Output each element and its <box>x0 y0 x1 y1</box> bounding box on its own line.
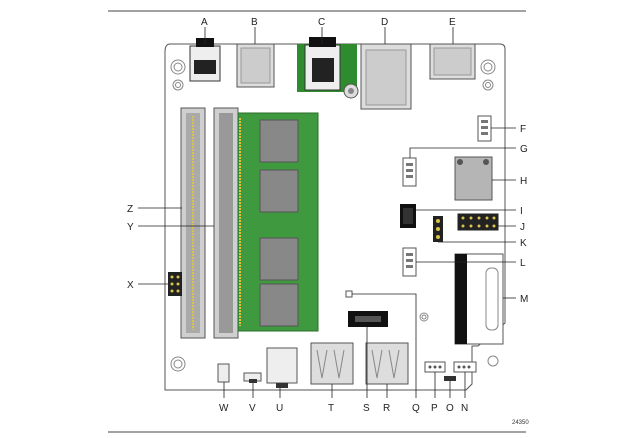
callout-w: W <box>219 403 229 414</box>
figure-number: 24350 <box>512 420 529 426</box>
leader-lines <box>138 27 516 398</box>
sodimm-socket-z <box>180 107 206 339</box>
header-g <box>402 157 417 187</box>
m2-slot-m <box>454 253 504 345</box>
callout-r: R <box>383 403 390 414</box>
callout-u: U <box>276 403 283 414</box>
callout-labels-right: F G H I J K L M <box>520 124 528 305</box>
usb-port-t <box>310 342 354 385</box>
header-f <box>477 115 492 142</box>
callout-e: E <box>449 17 456 28</box>
rear-port-d <box>360 43 412 110</box>
callout-l: L <box>520 258 526 269</box>
usb-port-r <box>365 342 409 385</box>
callout-v: V <box>249 403 256 414</box>
callout-i: I <box>520 206 523 217</box>
callout-labels-top: A B C D E <box>201 17 456 28</box>
callout-o: O <box>446 403 454 414</box>
callout-s: S <box>363 403 370 414</box>
header-n <box>453 361 477 373</box>
callout-c: C <box>318 17 325 28</box>
led-q <box>345 290 353 298</box>
callout-labels-left: X Y Z <box>127 204 134 291</box>
power-jack <box>297 37 359 99</box>
header-x <box>168 272 182 296</box>
pin-header-j <box>457 213 499 231</box>
jumper-k <box>433 216 443 242</box>
callout-b: B <box>251 17 258 28</box>
callout-n: N <box>461 403 468 414</box>
callout-t: T <box>328 403 334 414</box>
callout-h: H <box>520 176 527 187</box>
card-slot-h <box>454 156 493 201</box>
callout-q: Q <box>412 403 420 414</box>
callout-m: M <box>520 294 528 305</box>
mounting-holes <box>170 59 499 372</box>
ir-sensor-v <box>243 372 262 383</box>
header-l <box>402 247 417 277</box>
rear-port-e <box>429 43 476 80</box>
audio-jack-u <box>266 347 298 388</box>
callout-z: Z <box>127 204 133 215</box>
callout-labels-bottom: N O P Q R S T U V W <box>219 403 468 414</box>
callout-p: P <box>431 403 438 414</box>
callout-x: X <box>127 280 134 291</box>
sata-connector-s <box>348 311 388 327</box>
callout-g: G <box>520 144 528 155</box>
callout-f: F <box>520 124 526 135</box>
callout-y: Y <box>127 222 134 233</box>
header-p <box>424 361 446 373</box>
header-o <box>444 376 456 381</box>
rear-port-b <box>236 43 275 88</box>
power-button-w <box>217 363 230 383</box>
callout-d: D <box>381 17 388 28</box>
callout-k: K <box>520 238 527 249</box>
callout-a: A <box>201 17 208 28</box>
sodimm-socket-y <box>213 107 319 339</box>
header-i <box>400 204 416 228</box>
callout-j: J <box>520 222 525 233</box>
